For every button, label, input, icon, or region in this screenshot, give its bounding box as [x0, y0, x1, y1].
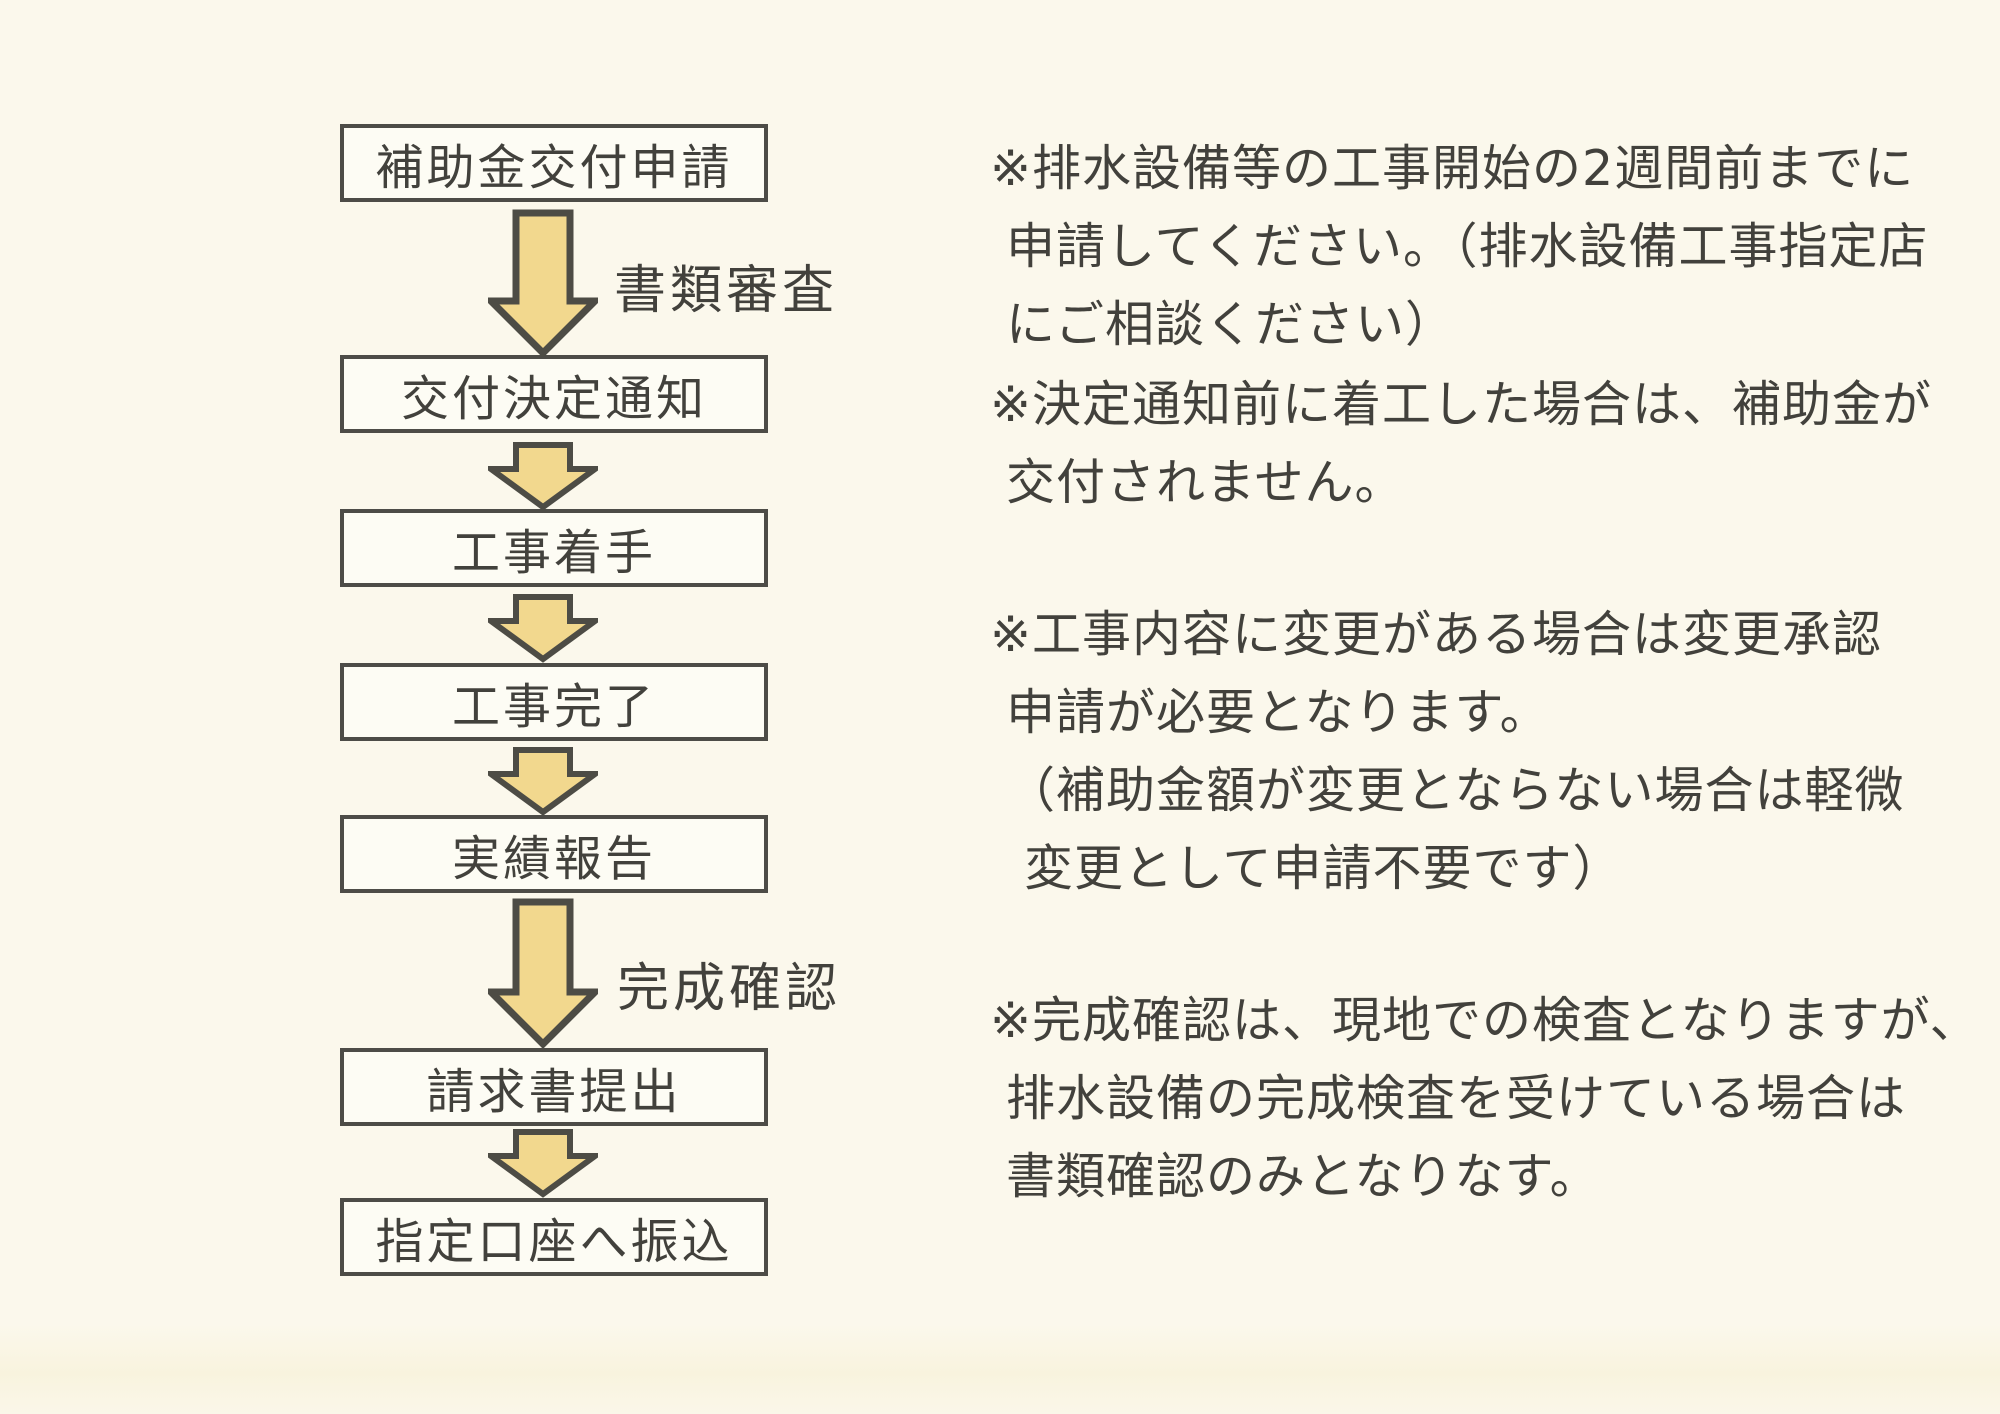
arrow-side-label-completion-check: 完成確認	[617, 959, 842, 1019]
note-line: ※排水設備等の工事開始の2週間前までに	[990, 140, 1915, 197]
flow-step-label: 請求書提出	[426, 1064, 682, 1120]
flow-step-label: 補助金交付申請	[375, 140, 733, 196]
down-arrow-icon	[488, 594, 598, 663]
flow-step-label: 工事完了	[451, 679, 656, 735]
down-arrow-icon	[488, 747, 598, 816]
note-line: 申請してください。（排水設備工事指定店	[1006, 218, 1929, 275]
arrow-side-label-document-review: 書類審査	[614, 261, 839, 321]
note-line: 排水設備の完成検査を受けている場合は	[1006, 1070, 1907, 1127]
flow-step-label: 工事着手	[451, 525, 656, 581]
down-arrow-icon	[488, 1129, 598, 1198]
note-line: ※工事内容に変更がある場合は変更承認	[990, 606, 1883, 663]
flow-step-box-results-report: 実績報告	[340, 815, 768, 893]
flow-step-box-invoice-submission: 請求書提出	[340, 1048, 768, 1126]
flow-step-label: 実績報告	[451, 831, 656, 887]
flow-step-box-construction-complete: 工事完了	[340, 663, 768, 741]
note-line: にご相談ください）	[1006, 296, 1456, 353]
note-line: ※決定通知前に着工した場合は、補助金が	[990, 376, 1933, 433]
note-line: 交付されません。	[1006, 454, 1405, 511]
down-arrow-icon	[488, 898, 598, 1048]
note-block-completion-inspection: ※完成確認は、現地での検査となりますが、 排水設備の完成検査を受けている場合は …	[990, 990, 1980, 1224]
note-line: 書類確認のみとなりなす。	[1006, 1148, 1600, 1205]
note-block-no-subsidy-before-notice: ※決定通知前に着工した場合は、補助金が 交付されません。	[990, 374, 1950, 530]
flow-step-box-grant-decision-notice: 交付決定通知	[340, 355, 768, 433]
note-block-application-deadline: ※排水設備等の工事開始の2週間前までに 申請してください。（排水設備工事指定店 …	[990, 138, 1950, 372]
note-line: ※完成確認は、現地での検査となりますが、	[990, 992, 1980, 1049]
flow-step-label: 交付決定通知	[400, 371, 707, 427]
down-arrow-icon	[488, 209, 598, 357]
note-line: （補助金額が変更とならない場合は軽微	[1006, 762, 1905, 819]
flow-step-box-bank-transfer: 指定口座へ振込	[340, 1198, 768, 1276]
flow-step-box-application: 補助金交付申請	[340, 124, 768, 202]
note-line: 変更として申請不要です）	[1024, 840, 1623, 897]
down-arrow-icon	[488, 442, 598, 511]
note-line: 申請が必要となります。	[1006, 684, 1550, 741]
flow-step-label: 指定口座へ振込	[375, 1214, 733, 1270]
flow-step-box-construction-start: 工事着手	[340, 509, 768, 587]
note-block-change-approval: ※工事内容に変更がある場合は変更承認 申請が必要となります。 （補助金額が変更と…	[990, 604, 1950, 916]
